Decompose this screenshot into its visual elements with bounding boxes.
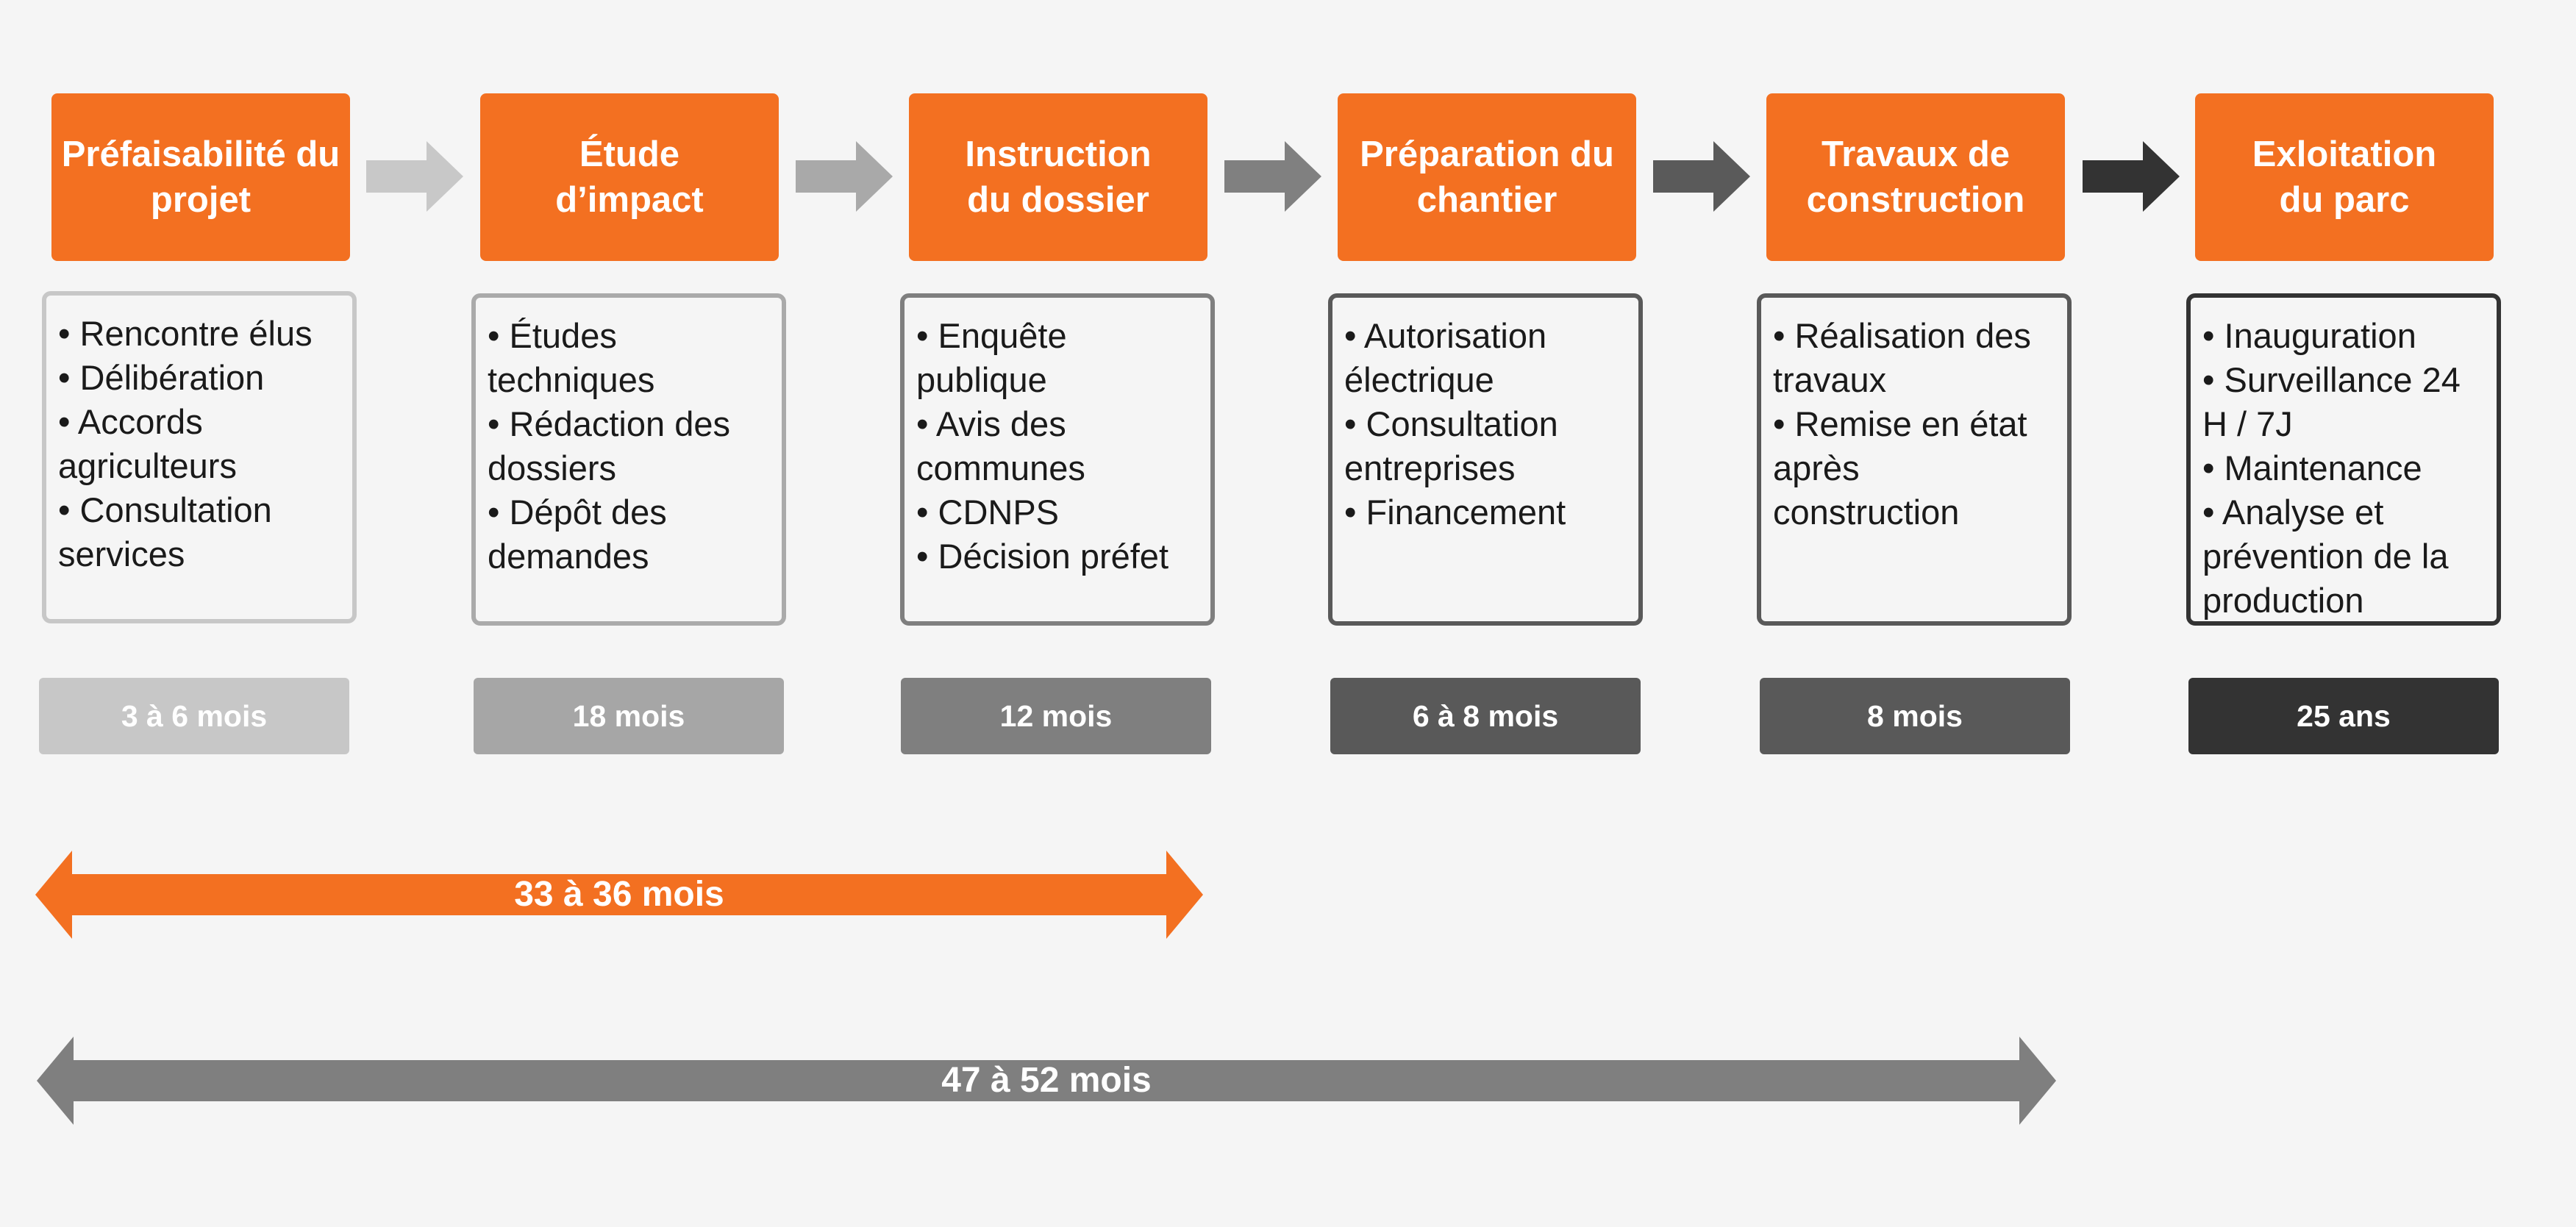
stage-title-prefaisabilite: Préfaisabilité du projet bbox=[51, 93, 350, 261]
duration-badge-instruction: 12 mois bbox=[901, 678, 1211, 754]
task-item: • Consultation entreprises bbox=[1344, 404, 1558, 487]
stage-title-preparation: Préparation du chantier bbox=[1338, 93, 1636, 261]
step-arrow-1 bbox=[366, 141, 463, 212]
task-item: • Délibération bbox=[58, 358, 265, 397]
task-item: • Consultation services bbox=[58, 490, 272, 573]
task-box-instruction: • Enquête publique • Avis des communes •… bbox=[900, 293, 1215, 626]
task-item: • Surveillance 24 H / 7J bbox=[2202, 360, 2461, 443]
task-box-travaux: • Réalisation des travaux • Remise en ét… bbox=[1757, 293, 2072, 626]
task-item: • Maintenance bbox=[2202, 448, 2422, 487]
task-item: • Inauguration bbox=[2202, 316, 2416, 355]
task-item: • Accords agriculteurs bbox=[58, 402, 237, 485]
stage-title-etude-impact: Étude d’impact bbox=[480, 93, 779, 261]
task-list: • Études techniques • Rédaction des doss… bbox=[488, 314, 770, 579]
task-list: • Réalisation des travaux • Remise en ét… bbox=[1773, 314, 2055, 534]
duration-badge-travaux: 8 mois bbox=[1760, 678, 2070, 754]
span-label-33-36: 33 à 36 mois bbox=[514, 875, 724, 914]
task-item: • Remise en état après construction bbox=[1773, 404, 2027, 532]
task-item: • Financement bbox=[1344, 493, 1566, 532]
stage-title-exploitation: Exloitation du parc bbox=[2195, 93, 2494, 261]
task-item: • Enquête publique bbox=[916, 316, 1067, 399]
task-item: • Autorisation électrique bbox=[1344, 316, 1547, 399]
task-list: • Enquête publique • Avis des communes •… bbox=[916, 314, 1199, 579]
task-item: • CDNPS bbox=[916, 493, 1060, 532]
task-box-prefaisabilite: • Rencontre élus • Délibération • Accord… bbox=[42, 291, 357, 623]
stage-title-travaux: Travaux de construction bbox=[1766, 93, 2065, 261]
task-item: • Décision préfet bbox=[916, 537, 1169, 576]
duration-badge-preparation: 6 à 8 mois bbox=[1330, 678, 1641, 754]
step-arrow-3 bbox=[1224, 141, 1321, 212]
task-item: • Avis des communes bbox=[916, 404, 1085, 487]
task-box-exploitation: • Inauguration • Surveillance 24 H / 7J … bbox=[2186, 293, 2501, 626]
span-arrow-47-52 bbox=[37, 1037, 2056, 1125]
task-box-etude-impact: • Études techniques • Rédaction des doss… bbox=[471, 293, 786, 626]
span-label-47-52: 47 à 52 mois bbox=[941, 1061, 1152, 1100]
task-item: • Dépôt des demandes bbox=[488, 493, 667, 576]
stage-title-instruction: Instruction du dossier bbox=[909, 93, 1207, 261]
task-list: • Autorisation électrique • Consultation… bbox=[1344, 314, 1627, 534]
task-list: • Rencontre élus • Délibération • Accord… bbox=[58, 312, 340, 576]
span-arrow-33-36 bbox=[35, 851, 1203, 939]
step-arrow-4 bbox=[1653, 141, 1750, 212]
task-item: • Études techniques bbox=[488, 316, 655, 399]
task-item: • Rencontre élus bbox=[58, 314, 313, 353]
task-box-preparation: • Autorisation électrique • Consultation… bbox=[1328, 293, 1643, 626]
task-item: • Rédaction des dossiers bbox=[488, 404, 730, 487]
task-item: • Réalisation des travaux bbox=[1773, 316, 2031, 399]
duration-badge-etude-impact: 18 mois bbox=[474, 678, 784, 754]
duration-badge-exploitation: 25 ans bbox=[2188, 678, 2499, 754]
step-arrow-2 bbox=[796, 141, 893, 212]
duration-badge-prefaisabilite: 3 à 6 mois bbox=[39, 678, 349, 754]
task-list: • Inauguration • Surveillance 24 H / 7J … bbox=[2202, 314, 2485, 623]
step-arrow-5 bbox=[2083, 141, 2180, 212]
task-item: • Analyse et prévention de la production bbox=[2202, 493, 2449, 620]
